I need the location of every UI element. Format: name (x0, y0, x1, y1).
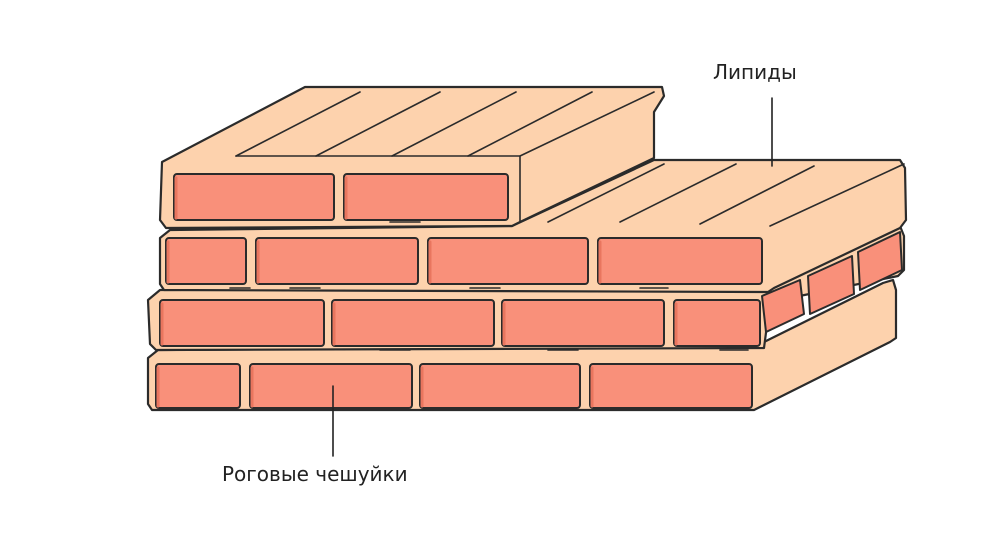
scale-brick (331, 299, 495, 347)
scale-brick (589, 363, 753, 409)
label-lipids: Липиды (713, 60, 797, 84)
mortar-ticks (229, 221, 749, 351)
scale-brick (159, 299, 325, 347)
brick-edge-accents (156, 176, 678, 408)
scale-brick (343, 173, 509, 221)
scale-brick (673, 299, 761, 347)
scale-brick (249, 363, 413, 409)
scale-brick (255, 237, 419, 285)
scale-brick (155, 363, 241, 409)
scale-brick (501, 299, 665, 347)
scale-brick-side (761, 279, 805, 333)
scale-brick (427, 237, 589, 285)
scale-brick (165, 237, 247, 285)
horny-scales (155, 173, 903, 409)
scale-brick (597, 237, 763, 285)
scale-brick-side (807, 255, 855, 315)
lipid-top-surface-lines (235, 91, 655, 223)
lipid-right-surface-lines (547, 163, 905, 227)
scale-brick (173, 173, 335, 221)
scale-brick (419, 363, 581, 409)
label-horny-scales: Роговые чешуйки (222, 462, 408, 486)
scale-brick-side (857, 231, 903, 291)
